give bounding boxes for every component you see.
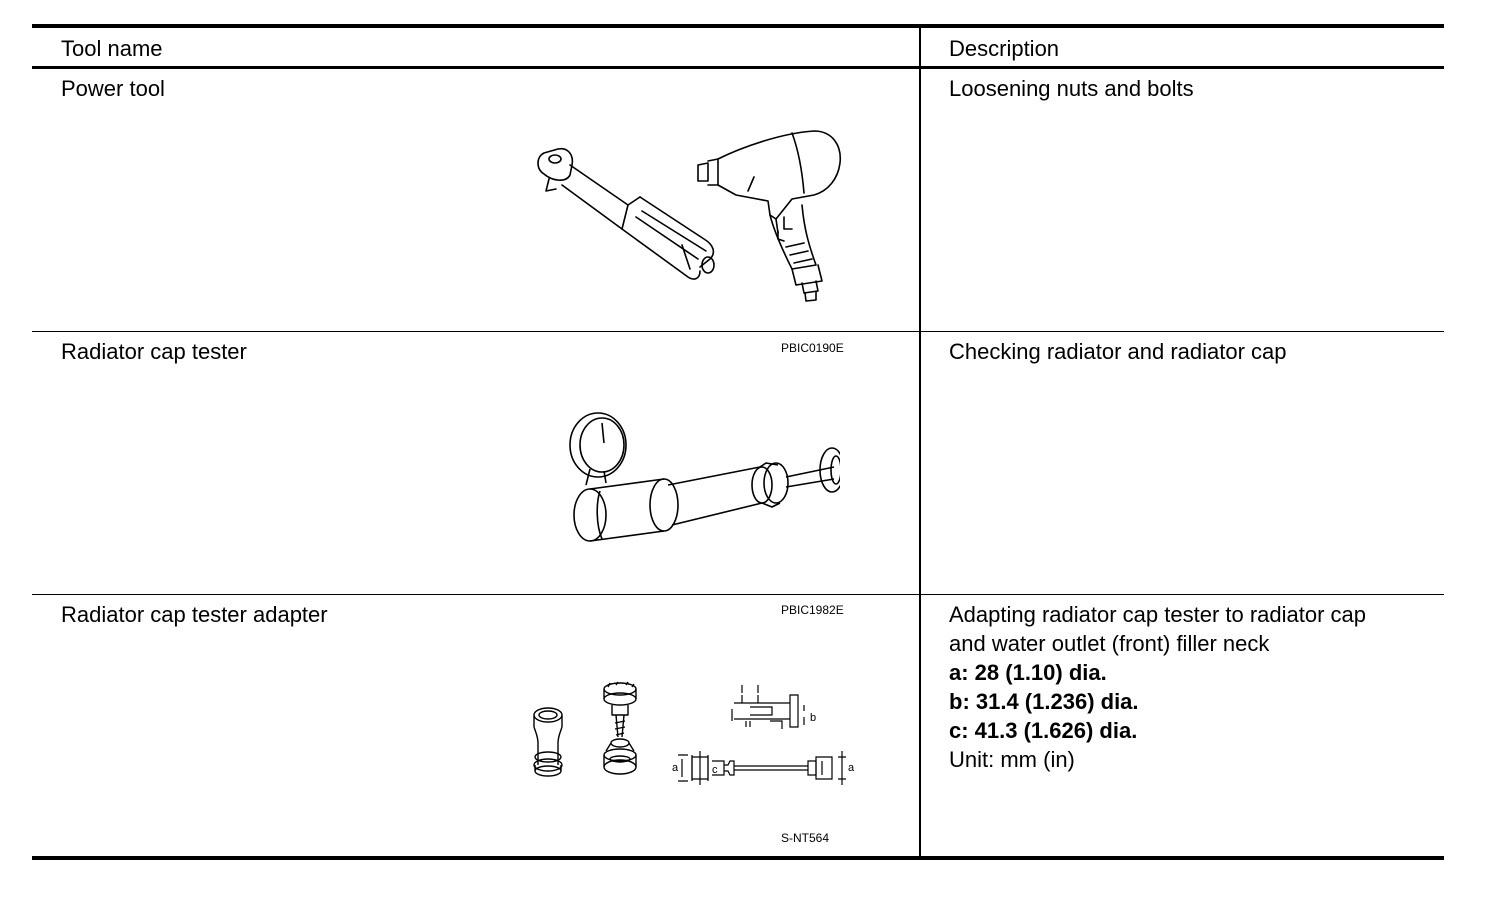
description-block: Adapting radiator cap tester to radiator…	[921, 595, 1444, 774]
description-cell: Loosening nuts and bolts	[920, 67, 1444, 332]
tool-name: Radiator cap tester adapter	[61, 602, 328, 627]
dimension-label-b: b	[810, 712, 816, 724]
description-cell: Adapting radiator cap tester to radiator…	[920, 594, 1444, 860]
spec-b: b: 31.4 (1.236) dia.	[949, 689, 1139, 714]
header-description: Description	[920, 24, 1444, 69]
tool-name: Power tool	[61, 76, 165, 101]
table-row: Radiator cap tester adapter	[32, 594, 1444, 860]
dimension-label-a-right: a	[848, 762, 855, 774]
table-row: Power tool	[32, 67, 1444, 354]
header-row: Tool name Description	[32, 24, 1444, 69]
tool-name: Radiator cap tester	[61, 339, 247, 364]
power-tool-illustration-icon	[537, 130, 841, 302]
tool-cell: Power tool	[32, 67, 921, 354]
table-row: Radiator cap tester	[32, 331, 1444, 616]
tool-cell: Radiator cap tester	[32, 331, 921, 616]
figure-code: S-NT564	[781, 831, 830, 845]
radiator-cap-tester-adapter-illustration-icon	[533, 681, 637, 777]
radiator-cap-tester-illustration-icon	[569, 412, 840, 542]
description-cell: Checking radiator and radiator cap	[920, 331, 1444, 595]
unit-note: Unit: mm (in)	[949, 747, 1075, 772]
dimension-label-c: c	[712, 764, 718, 776]
description-line: Checking radiator and radiator cap	[949, 339, 1287, 364]
description-line: Adapting radiator cap tester to radiator…	[949, 602, 1367, 627]
tool-table-container: Tool name Description Power tool	[32, 24, 1444, 860]
tool-cell: Radiator cap tester adapter	[32, 594, 921, 860]
tool-table: Tool name Description Power tool	[32, 24, 1444, 860]
dimension-label-a-left: a	[672, 762, 679, 774]
adapter-dimension-diagram: c b a a	[672, 685, 855, 785]
spec-c: c: 41.3 (1.626) dia.	[949, 718, 1138, 743]
description-line: Loosening nuts and bolts	[949, 76, 1194, 101]
header-tool-name: Tool name	[32, 24, 921, 69]
spec-a: a: 28 (1.10) dia.	[949, 660, 1107, 685]
description-line: and water outlet (front) filler neck	[949, 631, 1270, 656]
